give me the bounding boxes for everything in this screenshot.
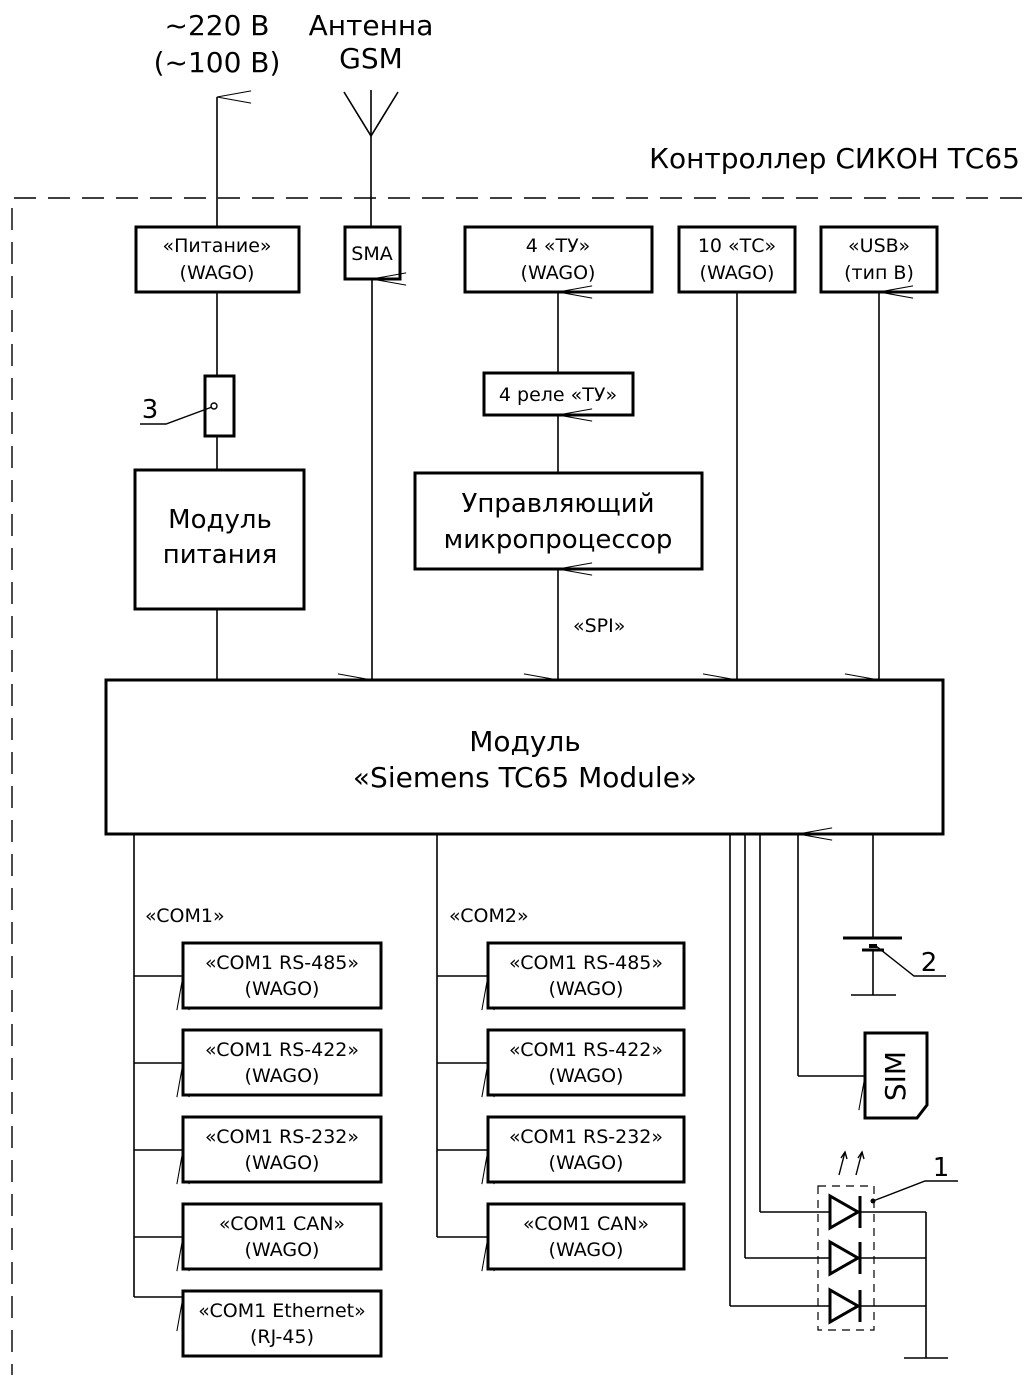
com2-port-can: «COM1 CAN» (WAGO)	[486, 1202, 686, 1271]
com2-port-rs485: «COM1 RS-485» (WAGO)	[486, 941, 686, 1010]
led-icon	[828, 1193, 862, 1231]
com1-port-can: «COM1 CAN» (WAGO)	[181, 1202, 383, 1271]
com1-port-rs485-type: (WAGO)	[245, 978, 320, 1000]
controller-title: Контроллер СИКОН ТС65	[649, 142, 1020, 175]
power-module: Модуль питания	[133, 468, 306, 611]
fuse-callout-number: 3	[142, 395, 159, 425]
led-panel-outline	[817, 1185, 875, 1331]
power-input-alt-label: (~100 В)	[154, 46, 281, 79]
com1-label: «COM1»	[145, 905, 225, 927]
tc-connector: 10 «ТС» (WAGO)	[677, 225, 797, 294]
tc-connector-type: (WAGO)	[700, 262, 775, 284]
light-emission-icon	[838, 1150, 865, 1176]
com2-label: «COM2»	[449, 905, 529, 927]
usb-connector-label: «USB»	[848, 235, 910, 257]
battery-callout-number: 2	[921, 948, 938, 978]
main-module: Модуль «Siemens TC65 Module»	[104, 678, 945, 836]
com2-port-rs232-type: (WAGO)	[549, 1152, 624, 1174]
com2-port-rs485-label: «COM1 RS-485»	[509, 952, 663, 974]
led-icon	[828, 1239, 862, 1277]
sma-connector: SMA	[343, 225, 402, 281]
antenna-icon	[343, 90, 399, 232]
usb-connector: «USB» (тип B)	[819, 225, 939, 294]
tu-connector: 4 «ТУ» (WAGO)	[463, 225, 654, 294]
mcu-block-title: Управляющий	[461, 489, 654, 519]
com2-port-rs232-label: «COM1 RS-232»	[509, 1126, 663, 1148]
com1-port-rs422-label: «COM1 RS-422»	[205, 1039, 359, 1061]
main-module-title: Модуль	[469, 725, 581, 758]
com1-port-rs232-label: «COM1 RS-232»	[205, 1126, 359, 1148]
led-indicators	[729, 834, 948, 1359]
com1-port-rs485-label: «COM1 RS-485»	[205, 952, 359, 974]
com1-port-can-type: (WAGO)	[245, 1239, 320, 1261]
spi-label: «SPI»	[573, 615, 625, 637]
led-icon	[828, 1287, 862, 1325]
com2-port-rs485-type: (WAGO)	[549, 978, 624, 1000]
antenna-type-label: GSM	[339, 42, 403, 75]
battery-icon	[843, 834, 902, 996]
com2-port-rs422-type: (WAGO)	[549, 1065, 624, 1087]
com1-port-rs422-type: (WAGO)	[245, 1065, 320, 1087]
mcu-block-subtitle: микропроцессор	[444, 525, 673, 555]
power-module-subtitle: питания	[163, 540, 278, 570]
fuse-icon	[203, 374, 236, 438]
com2-group: «COM2» «COM1 RS-485» (WAGO) «COM1 RS-422…	[436, 834, 686, 1272]
com1-port-rs485: «COM1 RS-485» (WAGO)	[181, 941, 383, 1010]
com2-port-rs422-label: «COM1 RS-422»	[509, 1039, 663, 1061]
led-callout-number: 1	[933, 1153, 950, 1183]
sim-card-icon: SIM	[863, 1031, 929, 1120]
com1-port-can-label: «COM1 CAN»	[219, 1213, 345, 1235]
tu-connector-label: 4 «ТУ»	[526, 235, 591, 257]
com2-port-can-type: (WAGO)	[549, 1239, 624, 1261]
main-module-subtitle: «Siemens TC65 Module»	[353, 761, 697, 794]
power-input-label: ~220 В	[164, 9, 269, 42]
fuse-callout-leader	[140, 406, 213, 425]
com2-port-rs422: «COM1 RS-422» (WAGO)	[486, 1028, 686, 1097]
usb-connector-type: (тип B)	[844, 262, 914, 284]
sim-card-label: SIM	[879, 1051, 912, 1101]
com1-port-ethernet-label: «COM1 Ethernet»	[198, 1300, 366, 1322]
battery-callout-leader	[875, 945, 946, 977]
com1-port-rs422: «COM1 RS-422» (WAGO)	[181, 1028, 383, 1097]
relay-block-label: 4 реле «ТУ»	[499, 384, 617, 406]
power-connector-type: (WAGO)	[180, 262, 255, 284]
com1-port-ethernet: «COM1 Ethernet» (RJ-45)	[181, 1289, 383, 1358]
tu-connector-type: (WAGO)	[521, 262, 596, 284]
antenna-label: Антенна	[309, 9, 434, 42]
power-module-title: Модуль	[168, 505, 272, 535]
com1-group: «COM1» «COM1 RS-485» (WAGO) «COM1 RS-422…	[133, 834, 383, 1358]
power-connector: «Питание» (WAGO)	[134, 225, 301, 294]
tc-connector-label: 10 «ТС»	[698, 235, 776, 257]
com1-port-rs232: «COM1 RS-232» (WAGO)	[181, 1115, 383, 1184]
com2-port-can-label: «COM1 CAN»	[523, 1213, 649, 1235]
com1-port-ethernet-type: (RJ-45)	[250, 1326, 314, 1348]
power-connector-label: «Питание»	[162, 235, 271, 257]
sma-connector-label: SMA	[351, 243, 392, 265]
com2-port-rs232: «COM1 RS-232» (WAGO)	[486, 1115, 686, 1184]
mcu-block: Управляющий микропроцессор	[413, 471, 704, 571]
relay-block: 4 реле «ТУ»	[482, 371, 635, 417]
com1-port-rs232-type: (WAGO)	[245, 1152, 320, 1174]
led-callout-leader	[872, 1180, 958, 1202]
